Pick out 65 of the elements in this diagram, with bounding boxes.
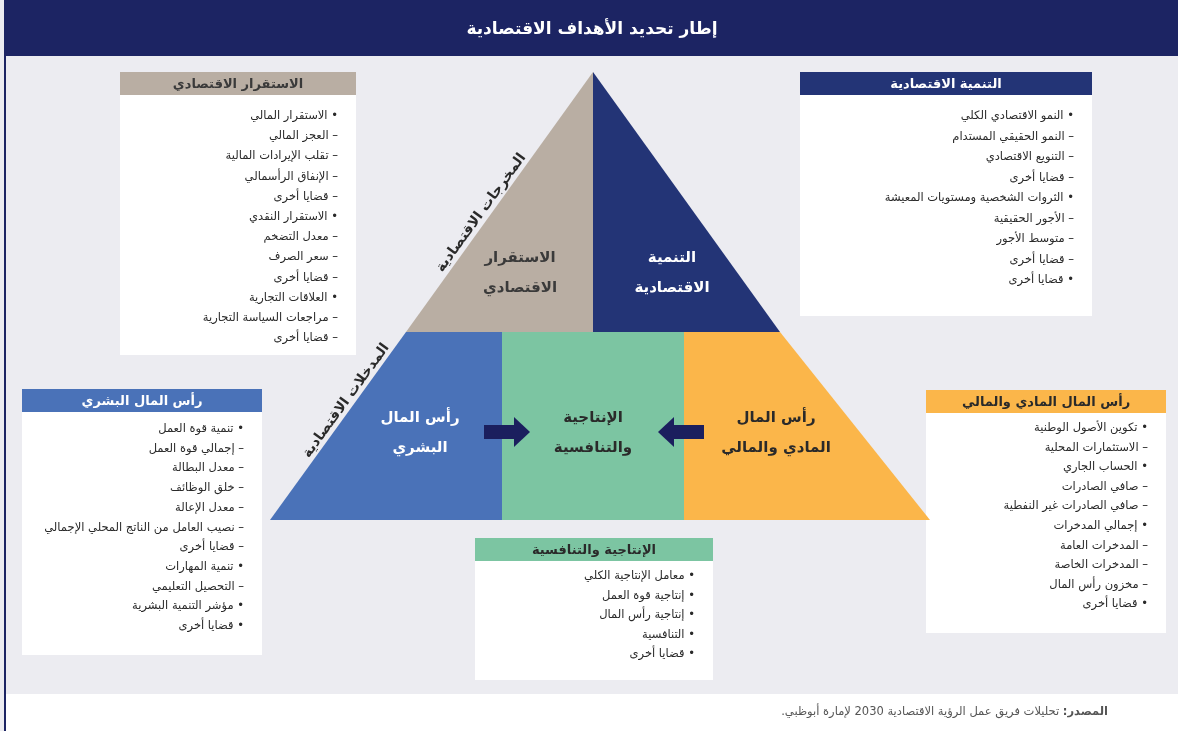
list-item: – العجز المالي <box>268 127 338 145</box>
list-item: • قضايا أخرى <box>178 616 244 634</box>
heading-bar: الاستقرار الاقتصادي <box>120 72 356 95</box>
segment-label: التنمية الاقتصادية <box>633 247 711 298</box>
list-item: – التنويع الاقتصادي <box>985 148 1074 165</box>
list-item: – الإنفاق الرأسمالي <box>244 167 338 185</box>
list-item: – قضايا أخرى <box>1009 168 1074 186</box>
source-note: المصدر: تحليلات فريق عمل الرؤية الاقتصادية 2030 لإمارة أبوظبي. <box>781 704 1108 718</box>
list-item: • قضايا أخرى <box>629 644 695 663</box>
list-item: • إجمالي المدخرات <box>1053 517 1148 534</box>
list-item: – معدل التضخم <box>263 228 338 246</box>
list-item: – المدخرات العامة <box>1060 536 1148 554</box>
list-item: – مخزون رأس المال <box>1049 575 1148 594</box>
list-item: • الحساب الجاري <box>1063 458 1148 476</box>
info-card <box>475 538 713 680</box>
list-item: • تنمية قوة العمل <box>158 420 244 437</box>
list-item: – خلق الوظائف <box>170 479 244 497</box>
info-card <box>22 389 262 655</box>
heading-bar: التنمية الاقتصادية <box>800 72 1092 95</box>
list-item: – قضايا أخرى <box>1009 250 1074 268</box>
heading-bar: رأس المال المادي والمالي <box>926 390 1166 413</box>
list-item: – صافي الصادرات <box>1061 477 1148 495</box>
list-item: – قضايا أخرى <box>179 537 244 556</box>
list-item: – مراجعات السياسة التجارية <box>202 309 338 326</box>
list-item: – قضايا أخرى <box>273 268 338 286</box>
list-item: • تكوين الأصول الوطنية <box>1034 419 1148 436</box>
segment-label: الاستقرار الاقتصادي <box>482 248 559 299</box>
list-item: – معدل البطالة <box>172 459 244 477</box>
list-item: • إنتاجية رأس المال <box>599 605 695 624</box>
list-item: – إجمالي قوة العمل <box>148 439 244 457</box>
list-item: – تقلب الإيرادات المالية <box>225 147 338 165</box>
title-bar: إطار تحديد الأهداف الاقتصادية <box>6 0 1178 56</box>
list-item: – متوسط الأجور <box>996 230 1074 247</box>
list-item: – سعر الصرف <box>268 248 338 266</box>
list-item: – معدل الإعالة <box>175 498 244 516</box>
list-item: • الاستقرار المالي <box>250 107 338 124</box>
list-item: • الاستقرار النقدي <box>249 208 338 225</box>
list-item: – النمو الحقيقي المستدام <box>952 127 1074 145</box>
list-item: – التحصيل التعليمي <box>151 577 244 595</box>
segment-label: رأس المال البشري <box>379 406 461 459</box>
list-item: • تنمية المهارات <box>165 557 244 575</box>
list-item: • قضايا أخرى <box>1008 270 1074 288</box>
list-item: • الثروات الشخصية ومستويات المعيشة <box>884 189 1074 206</box>
segment-label: الإنتاجية والتنافسية <box>552 407 634 458</box>
list-item: • قضايا أخرى <box>1082 594 1148 613</box>
heading-bar: رأس المال البشري <box>22 389 262 412</box>
list-item: – قضايا أخرى <box>273 187 338 205</box>
list-item: – نصيب العامل من الناتج المحلي الإجمالي <box>44 518 244 536</box>
list-item: – الأجور الحقيقية <box>993 209 1074 227</box>
list-item: • مؤشر التنمية البشرية <box>132 597 244 615</box>
segment-label: رأس المال المادي والمالي <box>721 406 831 459</box>
list-item: – صافي الصادرات غير النفطية <box>1003 497 1148 515</box>
heading-bar: الإنتاجية والتنافسية <box>475 538 713 561</box>
list-item: • إنتاجية قوة العمل <box>602 586 695 604</box>
block-arrow <box>484 417 530 447</box>
list-item: • التنافسية <box>642 625 695 643</box>
list-item: • العلاقات التجارية <box>248 288 338 306</box>
list-item: – المدخرات الخاصة <box>1054 556 1148 574</box>
info-card <box>926 390 1166 633</box>
block-arrow <box>658 417 704 447</box>
list-item: • النمو الاقتصادي الكلي <box>960 107 1074 124</box>
list-item: – الاستثمارات المحلية <box>1044 438 1148 456</box>
list-item: – قضايا أخرى <box>273 328 338 347</box>
list-item: • معامل الإنتاجية الكلي <box>584 567 695 584</box>
info-card <box>800 72 1092 316</box>
